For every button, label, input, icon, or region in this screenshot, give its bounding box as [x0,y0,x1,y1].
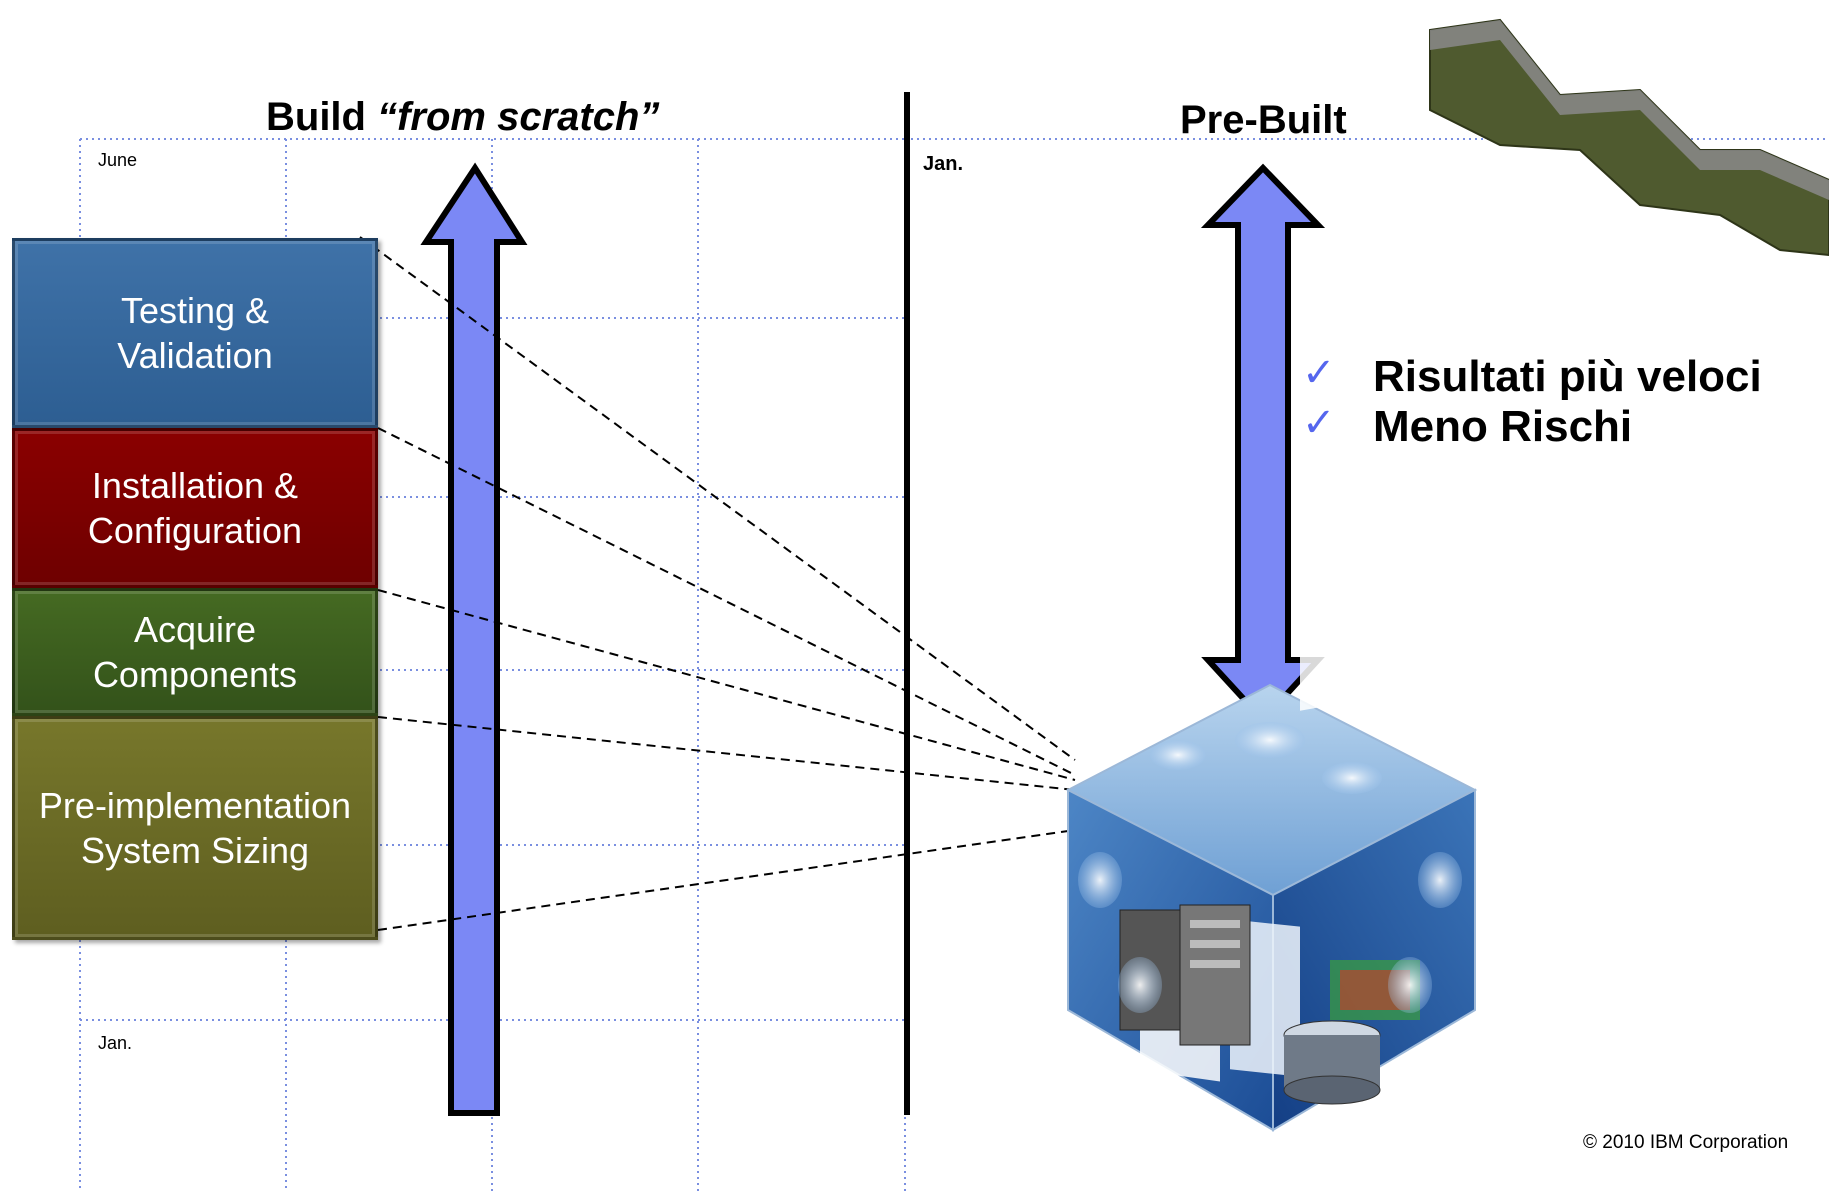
phase-installation-configuration: Installation & Configuration [12,428,378,588]
appliance-cube-illustration [1065,559,1478,1132]
time-to-value-logo [1429,18,1829,257]
connector-lines [359,236,1076,931]
benefit-text-1: Risultati più veloci [1373,352,1762,401]
build-title-italic: “from scratch” [377,95,660,139]
phase-acquire-components: Acquire Components [12,588,378,716]
timeline-start-label: June [98,150,138,170]
checkmark-icon: ✓ [1302,401,1336,445]
phase-pre-implementation-sizing: Pre-implementation System Sizing [12,716,378,940]
build-duration-arrow [420,162,528,1116]
benefit-item-1: ✓ [1302,350,1336,396]
checkmark-icon: ✓ [1302,351,1336,395]
pre-built-title: Pre-Built [1180,98,1347,142]
benefit-item-2: ✓ [1302,400,1336,446]
build-from-scratch-title: Build “from scratch” [266,95,659,140]
build-title-plain: Build [266,95,378,139]
benefit-text-2: Meno Rischi [1373,402,1633,451]
prebuilt-start-label: Jan. [923,153,964,175]
copyright-notice: © 2010 IBM Corporation [1583,1132,1789,1153]
timeline-end-label: Jan. [98,1033,133,1053]
phase-testing-validation: Testing & Validation [12,238,378,428]
